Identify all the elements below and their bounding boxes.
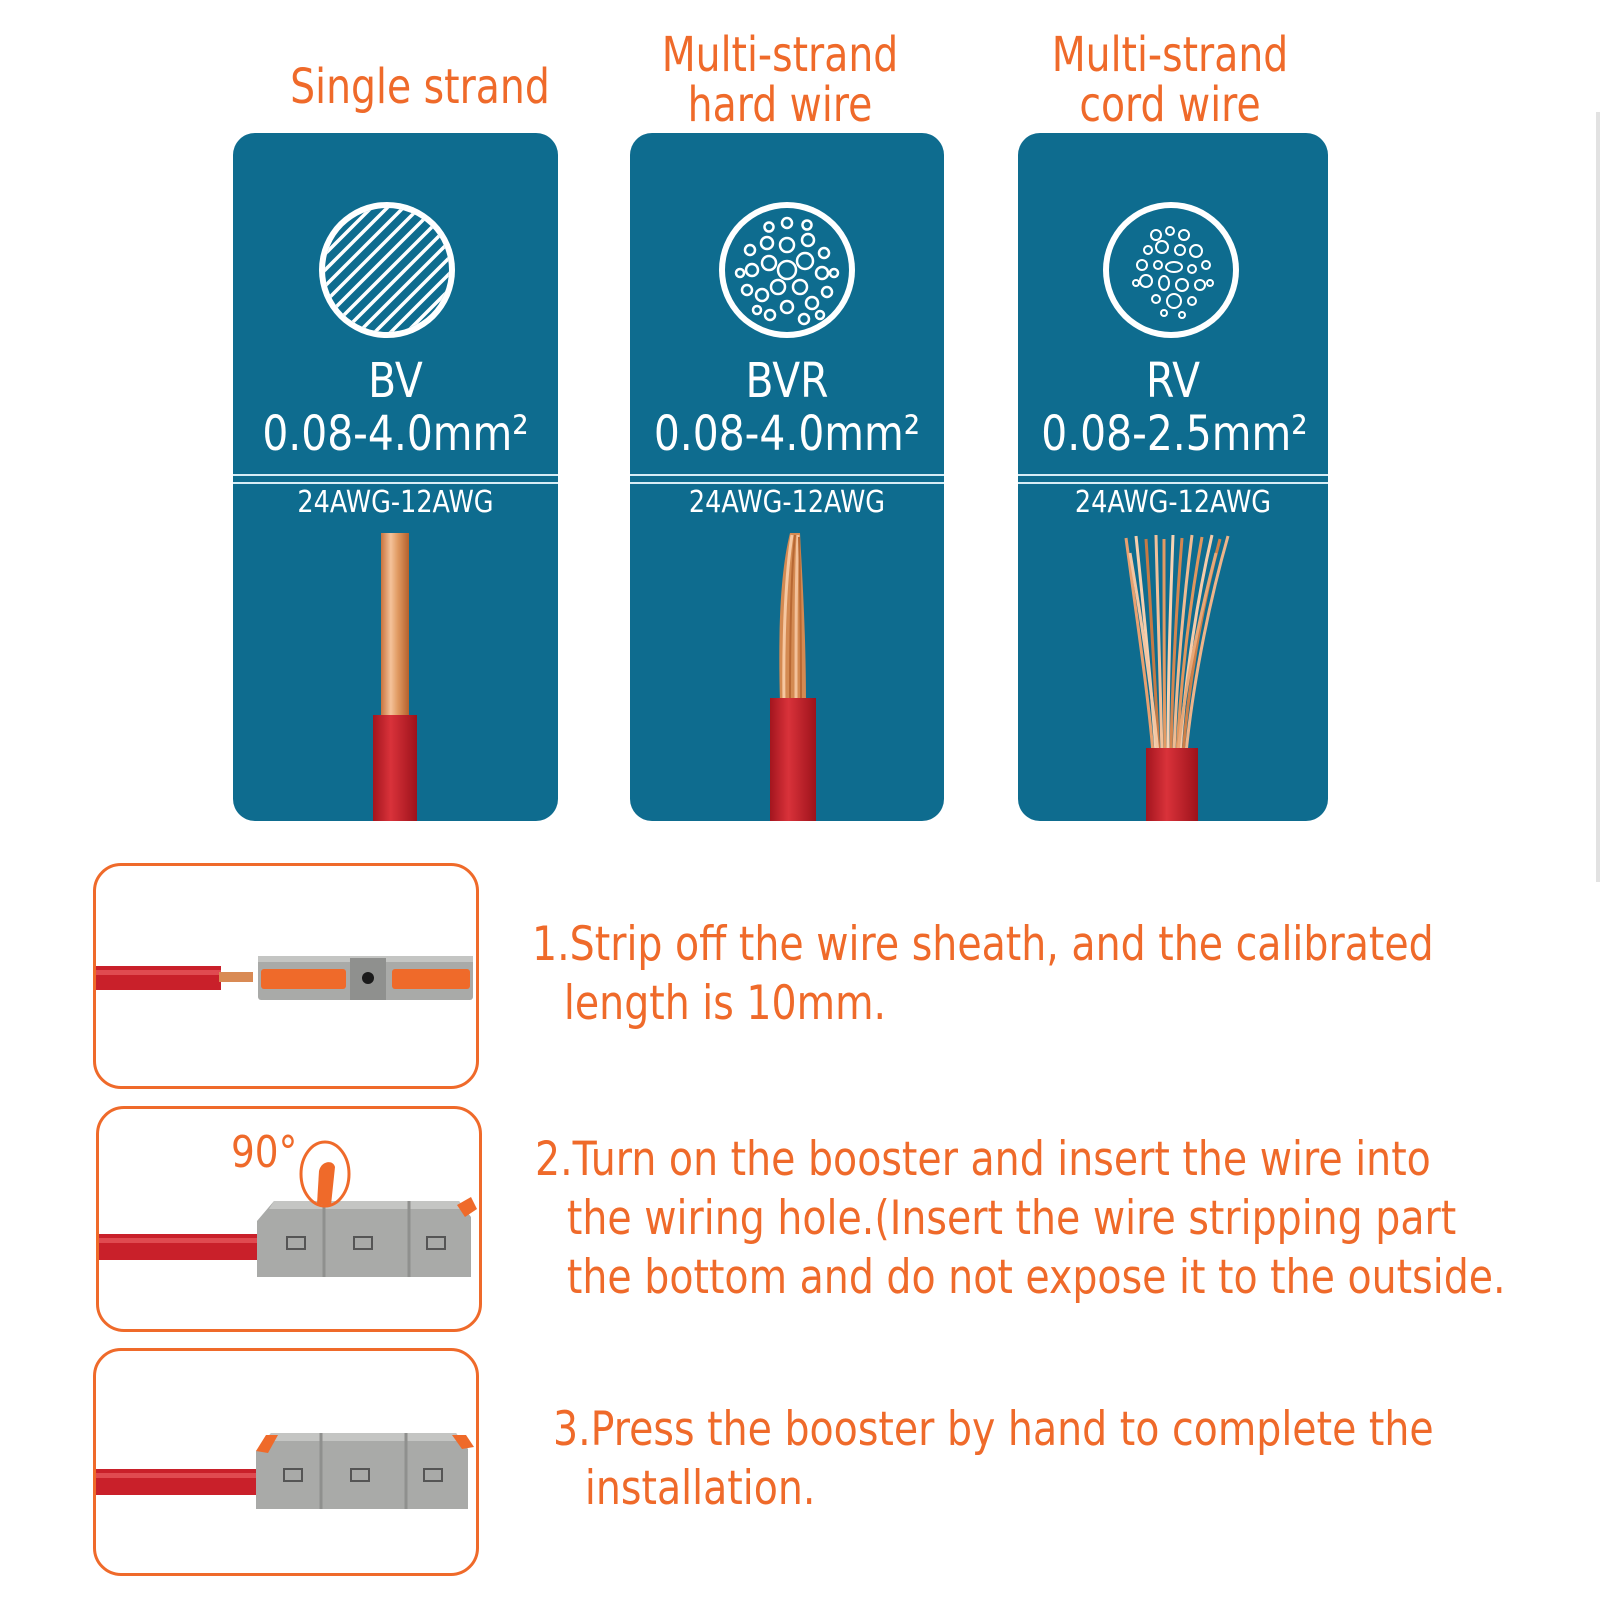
lever-closed-connector-illustration: [96, 1433, 474, 1509]
solid-core-cross-section-icon: [319, 202, 455, 338]
title-line: Single strand: [290, 59, 550, 115]
title-line: hard wire: [687, 77, 873, 133]
wire-awg: 24AWG-12AWG: [688, 485, 886, 520]
page-edge-rule: [1596, 112, 1600, 882]
wire-code: BV: [368, 353, 423, 409]
wire-panel-bv: BV 0.08-4.0mm² 24AWG-12AWG: [233, 133, 558, 821]
wire-type-title-single: Single strand: [289, 62, 551, 112]
lever-open-connector-illustration: [99, 1140, 477, 1277]
wire-range: 0.08-2.5mm²: [1041, 406, 1308, 462]
wire-panel-bvr: BVR 0.08-4.0mm² 24AWG-12AWG: [630, 133, 944, 821]
step-2-text: 2.Turn on the booster and insert the wir…: [535, 1130, 1506, 1307]
wire-range: 0.08-4.0mm²: [653, 406, 921, 462]
divider: [233, 474, 558, 484]
title-line: Multi-strand: [661, 27, 899, 83]
solid-wire-illustration: [373, 533, 417, 821]
stranded-wire-illustration: [770, 533, 816, 821]
wire-code: BVR: [745, 353, 829, 409]
wire-awg: 24AWG-12AWG: [1074, 485, 1272, 520]
fanned-cord-wire-illustration: [1124, 534, 1230, 821]
wire-entering-connector-illustration: [96, 956, 473, 1000]
step-1-illustration-frame: [93, 863, 479, 1089]
wire-awg: 24AWG-12AWG: [297, 485, 494, 520]
cord-strand-cross-section-icon: [1103, 202, 1239, 338]
wire-type-title-hard: Multi-strand hard wire: [657, 30, 903, 130]
step-line: length is 10mm.: [563, 976, 887, 1031]
step-line: 2.Turn on the booster and insert the wir…: [535, 1132, 1431, 1187]
step-2-illustration-frame: 90°: [96, 1106, 482, 1332]
step-1-text: 1.Strip off the wire sheath, and the cal…: [532, 915, 1434, 1033]
wire-code: RV: [1145, 353, 1201, 409]
step-line: installation.: [584, 1461, 816, 1516]
divider: [630, 474, 944, 484]
title-line: Multi-strand: [1051, 27, 1289, 83]
step-line: 3.Press the booster by hand to complete …: [553, 1402, 1434, 1457]
wire-range: 0.08-4.0mm²: [262, 406, 529, 462]
title-line: cord wire: [1079, 77, 1261, 133]
wire-type-title-cord: Multi-strand cord wire: [1047, 30, 1293, 130]
step-line: the bottom and do not expose it to the o…: [566, 1250, 1506, 1305]
multi-strand-cross-section-icon: [719, 202, 855, 338]
step-line: the wiring hole.(Insert the wire strippi…: [566, 1191, 1457, 1246]
wire-panel-rv: RV 0.08-2.5mm² 24AWG-12AWG: [1018, 133, 1328, 821]
divider: [1018, 474, 1328, 484]
step-line: 1.Strip off the wire sheath, and the cal…: [532, 917, 1434, 972]
step-3-text: 3.Press the booster by hand to complete …: [553, 1400, 1434, 1518]
step-3-illustration-frame: [93, 1348, 479, 1576]
angle-label: 90°: [231, 1127, 298, 1178]
